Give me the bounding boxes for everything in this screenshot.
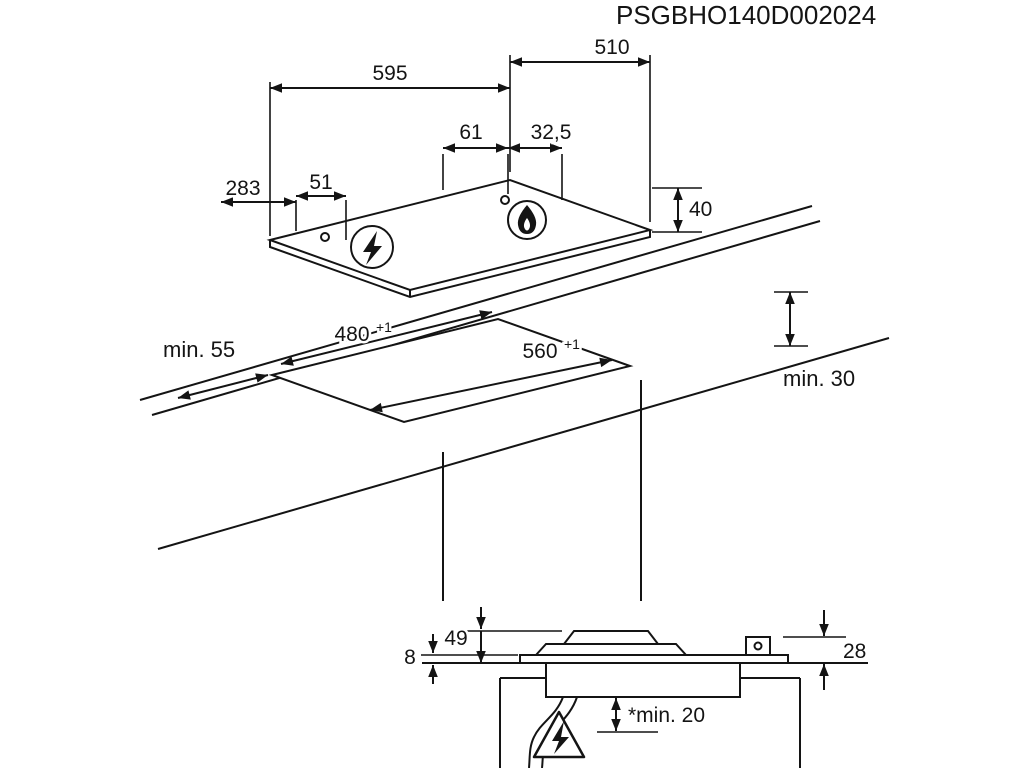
- lightning-bolt-glyph: [363, 231, 382, 265]
- cabinet-walls: [499, 678, 801, 768]
- worktop-front-edge: [157, 337, 890, 550]
- burner-base-profile: [533, 643, 689, 656]
- dimension-line-480: [280, 310, 493, 366]
- dimension-label-28: 28: [843, 640, 866, 663]
- control-mark-left: [320, 232, 330, 242]
- extension-lines: [269, 55, 651, 240]
- gas-connection-fitting: [745, 636, 771, 656]
- dimension-label-49: 49: [444, 627, 467, 650]
- model-code: PSGBHO140D002024: [616, 0, 876, 30]
- dimension-label-32-5: 32,5: [531, 121, 572, 144]
- dimension-line-min-55: [177, 373, 269, 400]
- dimension-label-40: 40: [689, 198, 712, 221]
- dimension-label-560: 560: [522, 340, 557, 363]
- worktop-cutout-view: 480 +1 560 +1 min. 55 min. 30: [139, 205, 890, 601]
- dimension-label-510: 510: [594, 36, 629, 59]
- cutout-opening: [268, 317, 634, 424]
- lightning-circle-icon: [350, 225, 394, 269]
- cross-section-view: 8 49 28 *min. 20: [402, 607, 869, 768]
- warning-bolt-glyph: [552, 721, 569, 754]
- dimension-tolerance-560: +1: [564, 336, 580, 352]
- hob-body-below-worktop: [545, 662, 741, 698]
- hob-top-view: [266, 178, 654, 299]
- dimension-label-283: 283: [225, 177, 260, 200]
- lightning-warning-triangle-icon: [532, 710, 586, 759]
- fitting-detail: [753, 641, 763, 651]
- dimension-label-61: 61: [459, 121, 482, 144]
- dimension-tolerance-480: +1: [376, 319, 392, 335]
- burner-cap-profile: [561, 630, 661, 645]
- cabinet-side-lines: [442, 380, 642, 601]
- dimension-label-480: 480: [334, 323, 369, 346]
- dimension-label-min-55: min. 55: [163, 337, 235, 362]
- dimension-label-min-30: min. 30: [783, 366, 855, 391]
- flame-glyph-inner: [523, 218, 531, 231]
- dimension-label-min-20: *min. 20: [628, 704, 705, 727]
- hob-glass-profile: [519, 654, 789, 664]
- flame-circle-icon: [507, 200, 547, 240]
- dimension-label-595: 595: [372, 62, 407, 85]
- dimension-line-560: [369, 357, 613, 413]
- hob-dimensions: 595 510 61 32,5 283 51 40: [221, 34, 715, 240]
- dimension-label-8: 8: [404, 646, 416, 669]
- dimension-label-51: 51: [309, 171, 332, 194]
- control-mark-right: [500, 195, 510, 205]
- worktop-rear-edge: [139, 205, 813, 401]
- hob-edge-thickness: [269, 230, 651, 299]
